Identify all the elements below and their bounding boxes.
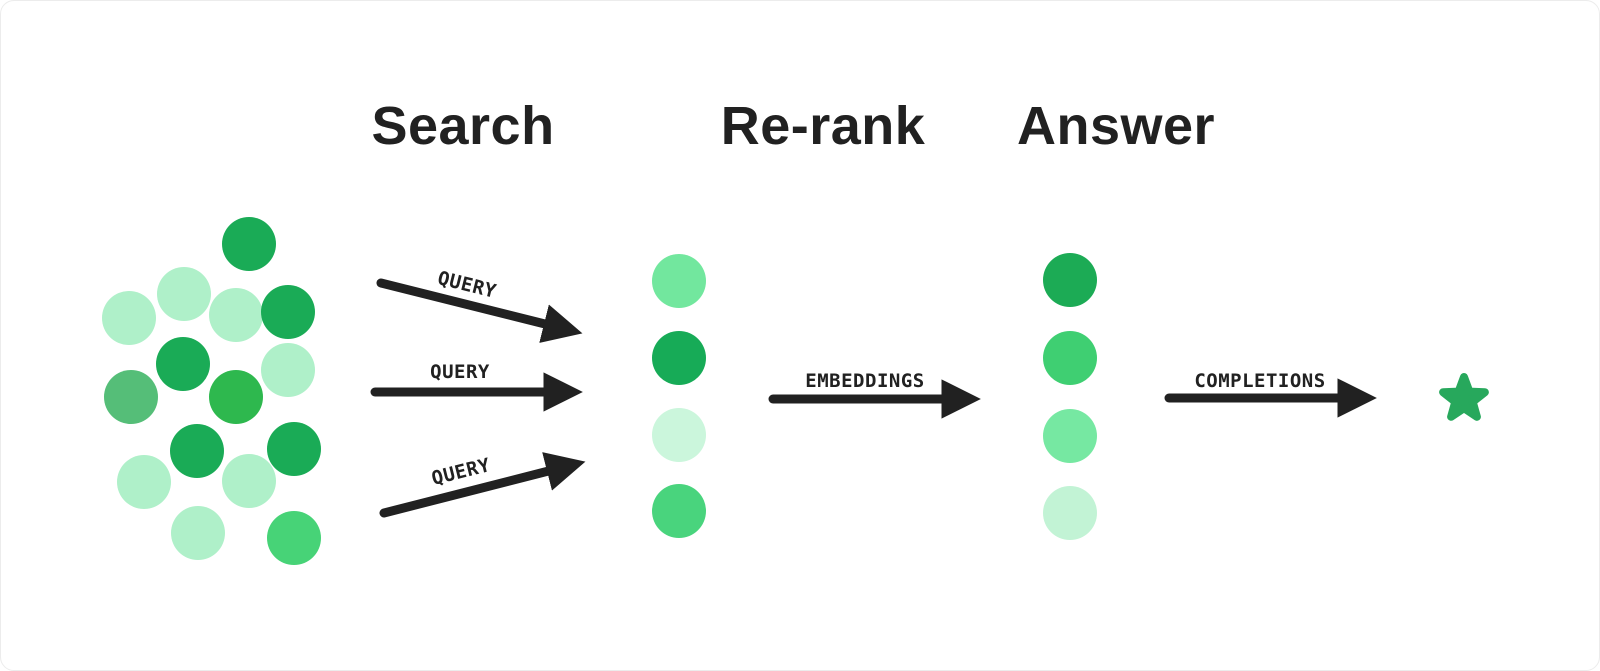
document-circle bbox=[102, 291, 156, 345]
document-circle bbox=[157, 267, 211, 321]
document-circle bbox=[222, 217, 276, 271]
document-circle bbox=[261, 285, 315, 339]
document-circle bbox=[170, 424, 224, 478]
document-circle bbox=[171, 506, 225, 560]
document-circle bbox=[209, 288, 263, 342]
reranked-result-circle bbox=[1043, 409, 1097, 463]
search-result-circle bbox=[652, 254, 706, 308]
document-circle bbox=[261, 343, 315, 397]
reranked-result-circle bbox=[1043, 331, 1097, 385]
completions-label: COMPLETIONS bbox=[1194, 370, 1326, 392]
answer-star-icon bbox=[1439, 373, 1489, 421]
stage-title-search: Search bbox=[371, 96, 555, 156]
document-circle bbox=[104, 370, 158, 424]
document-circle bbox=[117, 455, 171, 509]
document-circle bbox=[267, 422, 321, 476]
reranked-result-circle bbox=[1043, 486, 1097, 540]
reranked-result-circle bbox=[1043, 253, 1097, 307]
query-label-bottom: QUERY bbox=[429, 454, 493, 490]
stage-title-answer: Answer bbox=[1016, 96, 1216, 156]
search-result-circle bbox=[652, 331, 706, 385]
query-label-middle: QUERY bbox=[430, 361, 490, 383]
search-result-circle bbox=[652, 484, 706, 538]
search-result-circle bbox=[652, 408, 706, 462]
query-label-top: QUERY bbox=[435, 267, 499, 303]
embeddings-label: EMBEDDINGS bbox=[805, 370, 925, 392]
document-circle bbox=[209, 370, 263, 424]
stage-title-rerank: Re-rank bbox=[720, 96, 926, 156]
document-circle bbox=[222, 454, 276, 508]
document-circle bbox=[156, 337, 210, 391]
document-circle bbox=[267, 511, 321, 565]
